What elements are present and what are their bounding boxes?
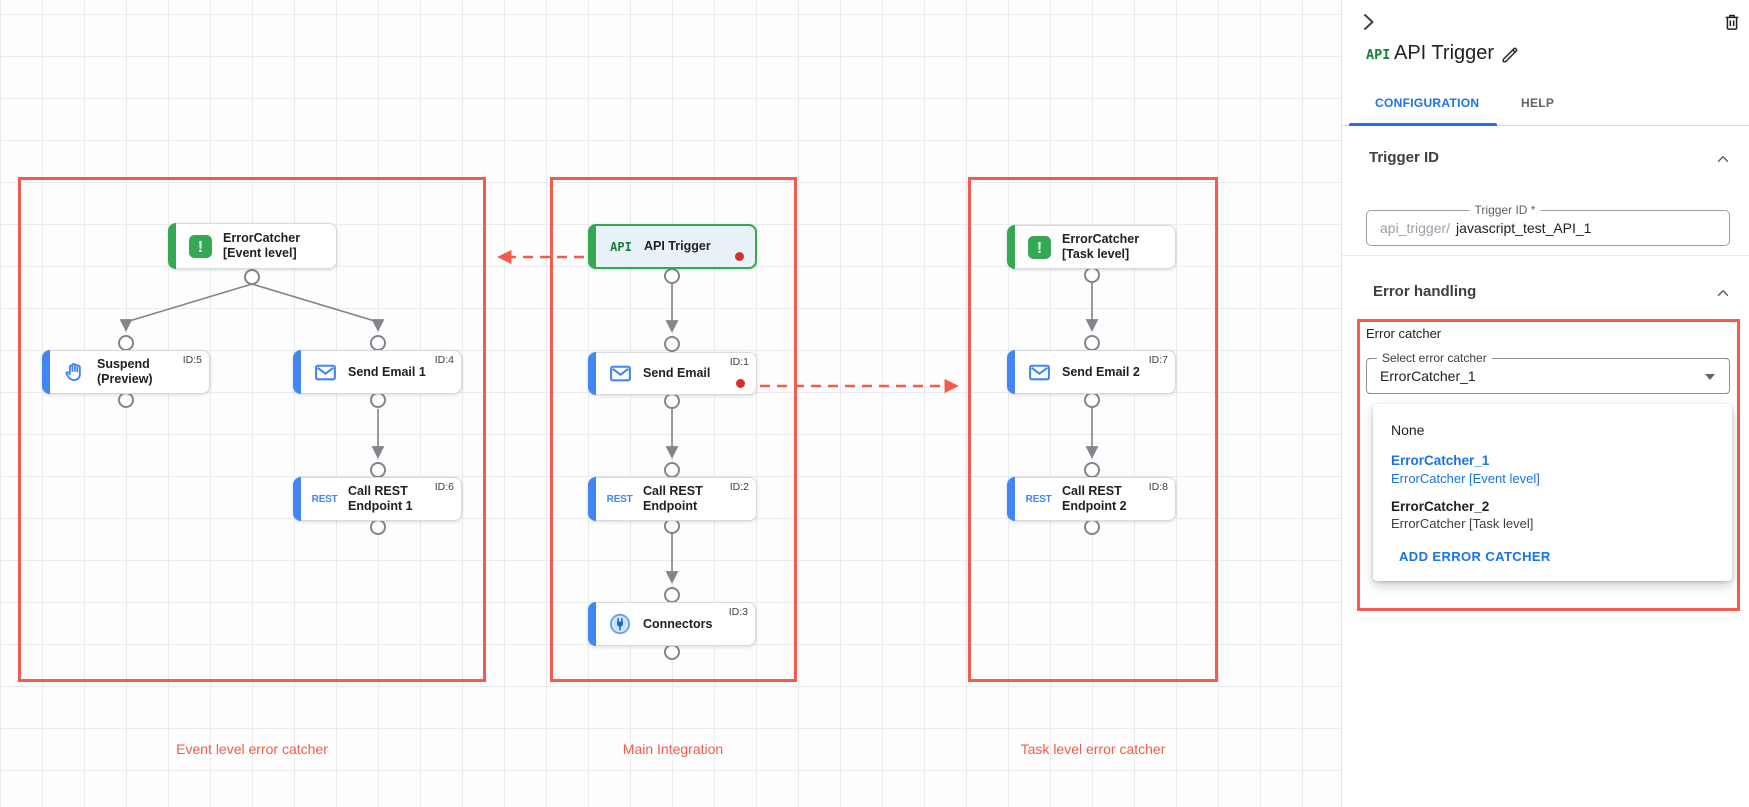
errorcatcher-task-node[interactable]: ! ErrorCatcher [Task level] [1007,225,1176,269]
error-catcher-label: Error catcher [1366,326,1442,341]
node-accent-bar [588,224,596,269]
node-accent-bar [1007,477,1015,521]
node-id-badge: ID:3 [728,606,748,618]
node-accent-bar [293,477,301,521]
selected-error-catcher-value: ErrorCatcher_1 [1380,368,1476,384]
main-integration-group-box [550,177,797,682]
send-email-2-node[interactable]: Send Email 2 ID:7 [1007,350,1176,394]
tab-help[interactable]: HELP [1521,96,1555,110]
error-catcher-highlight-box [1357,319,1740,611]
collapse-panel-icon[interactable] [1356,10,1380,34]
connector-wires [118,249,1100,660]
active-tab-underline [1349,123,1497,126]
node-accent-bar [588,602,596,646]
main-integration-caption: Main Integration [622,741,724,757]
node-id-badge: ID:4 [434,354,454,366]
tabs-divider [1342,125,1749,126]
rest-icon: REST [1026,493,1052,505]
mail-icon [607,361,633,386]
connectors-node[interactable]: Connectors ID:3 [588,602,756,646]
api-trigger-node[interactable]: API API Trigger [588,224,757,269]
node-accent-bar [42,350,50,394]
suspend-node[interactable]: Suspend (Preview) ID:5 [42,350,210,394]
config-panel: API API Trigger CONFIGURATION HELP Trigg… [1341,0,1749,807]
node-id-badge: ID:6 [434,481,454,493]
select-error-catcher-label: Select error catcher [1377,351,1492,365]
call-rest-endpoint-1-node[interactable]: REST Call REST Endpoint 1 ID:6 [293,477,462,521]
node-label: Suspend (Preview) [97,357,153,386]
api-badge-icon: API [1366,47,1391,63]
trigger-id-value[interactable]: javascript_test_API_1 [1456,220,1592,236]
menu-item-errorcatcher-1-subtitle[interactable]: ErrorCatcher [Event level] [1391,471,1540,486]
task-level-group-box [968,177,1218,682]
node-id-badge: ID:1 [729,356,749,368]
node-accent-bar [1007,350,1015,394]
node-id-badge: ID:7 [1148,354,1168,366]
send-email-node[interactable]: Send Email ID:1 [588,352,757,395]
error-icon: ! [187,234,213,259]
tab-configuration[interactable]: CONFIGURATION [1375,96,1480,110]
task-level-caption: Task level error catcher [1020,741,1166,757]
menu-item-none[interactable]: None [1391,422,1425,438]
node-label: Send Email [643,366,711,380]
node-label: ErrorCatcher [Task level] [1062,232,1140,261]
node-accent-bar [168,223,176,269]
mail-icon [312,360,338,385]
error-catcher-menu: None ErrorCatcher_1 ErrorCatcher [Event … [1373,404,1732,581]
node-label: Connectors [643,616,713,631]
trigger-id-field-label: Trigger ID * [1469,203,1541,217]
panel-title: API Trigger [1394,42,1495,64]
call-rest-endpoint-2-node[interactable]: REST Call REST Endpoint 2 ID:8 [1007,477,1176,521]
event-level-caption: Event level error catcher [176,741,328,757]
menu-item-errorcatcher-2-subtitle[interactable]: ErrorCatcher [Task level] [1391,516,1534,531]
rest-icon: REST [312,493,338,505]
node-accent-bar [293,350,301,394]
error-link-dot [735,252,744,261]
menu-item-errorcatcher-2[interactable]: ErrorCatcher_2 [1391,499,1490,514]
node-accent-bar [588,477,596,521]
hand-icon [61,361,87,384]
svg-text:!: ! [197,239,202,256]
dropdown-caret-icon [1705,374,1715,380]
rest-icon: REST [607,493,633,505]
menu-item-errorcatcher-1[interactable]: ErrorCatcher_1 [1391,453,1490,468]
trigger-id-prefix: api_trigger/ [1380,220,1451,236]
collapse-trigger-id-icon[interactable] [1714,150,1732,168]
error-handling-section-title: Error handling [1373,283,1477,300]
node-label: ErrorCatcher [Event level] [223,231,301,260]
node-accent-bar [1007,225,1015,269]
send-email-1-node[interactable]: Send Email 1 ID:4 [293,350,462,394]
node-label: Call REST Endpoint [643,484,703,513]
node-label: Call REST Endpoint 2 [1062,484,1127,513]
connector-icon [607,612,633,636]
collapse-error-handling-icon[interactable] [1714,284,1732,302]
edit-title-icon[interactable] [1500,45,1520,65]
call-rest-endpoint-node[interactable]: REST Call REST Endpoint ID:2 [588,477,757,521]
node-label: Call REST Endpoint 1 [348,484,413,513]
node-label: API Trigger [644,239,711,253]
node-id-badge: ID:5 [182,354,202,366]
error-link-dot [736,379,745,388]
trigger-id-field[interactable]: Trigger ID * api_trigger/ javascript_tes… [1366,203,1730,246]
svg-text:!: ! [1036,240,1041,257]
mail-icon [1026,360,1052,385]
add-error-catcher-button[interactable]: ADD ERROR CATCHER [1399,549,1551,564]
integration-canvas[interactable]: ! ErrorCatcher [Event level] Suspend (Prev… [0,0,1341,807]
api-icon: API [610,239,632,254]
delete-trigger-icon[interactable] [1722,12,1744,34]
section-divider [1342,255,1749,256]
error-icon: ! [1026,235,1052,260]
errorcatcher-event-node[interactable]: ! ErrorCatcher [Event level] [168,223,337,269]
node-id-badge: ID:2 [729,481,749,493]
node-accent-bar [588,352,596,395]
select-error-catcher-dropdown[interactable]: Select error catcher ErrorCatcher_1 [1366,351,1730,394]
node-label: Send Email 2 [1062,364,1140,379]
node-label: Send Email 1 [348,364,426,379]
trigger-id-section-title: Trigger ID [1369,149,1440,166]
event-level-group-box [18,177,486,682]
node-id-badge: ID:8 [1148,481,1168,493]
